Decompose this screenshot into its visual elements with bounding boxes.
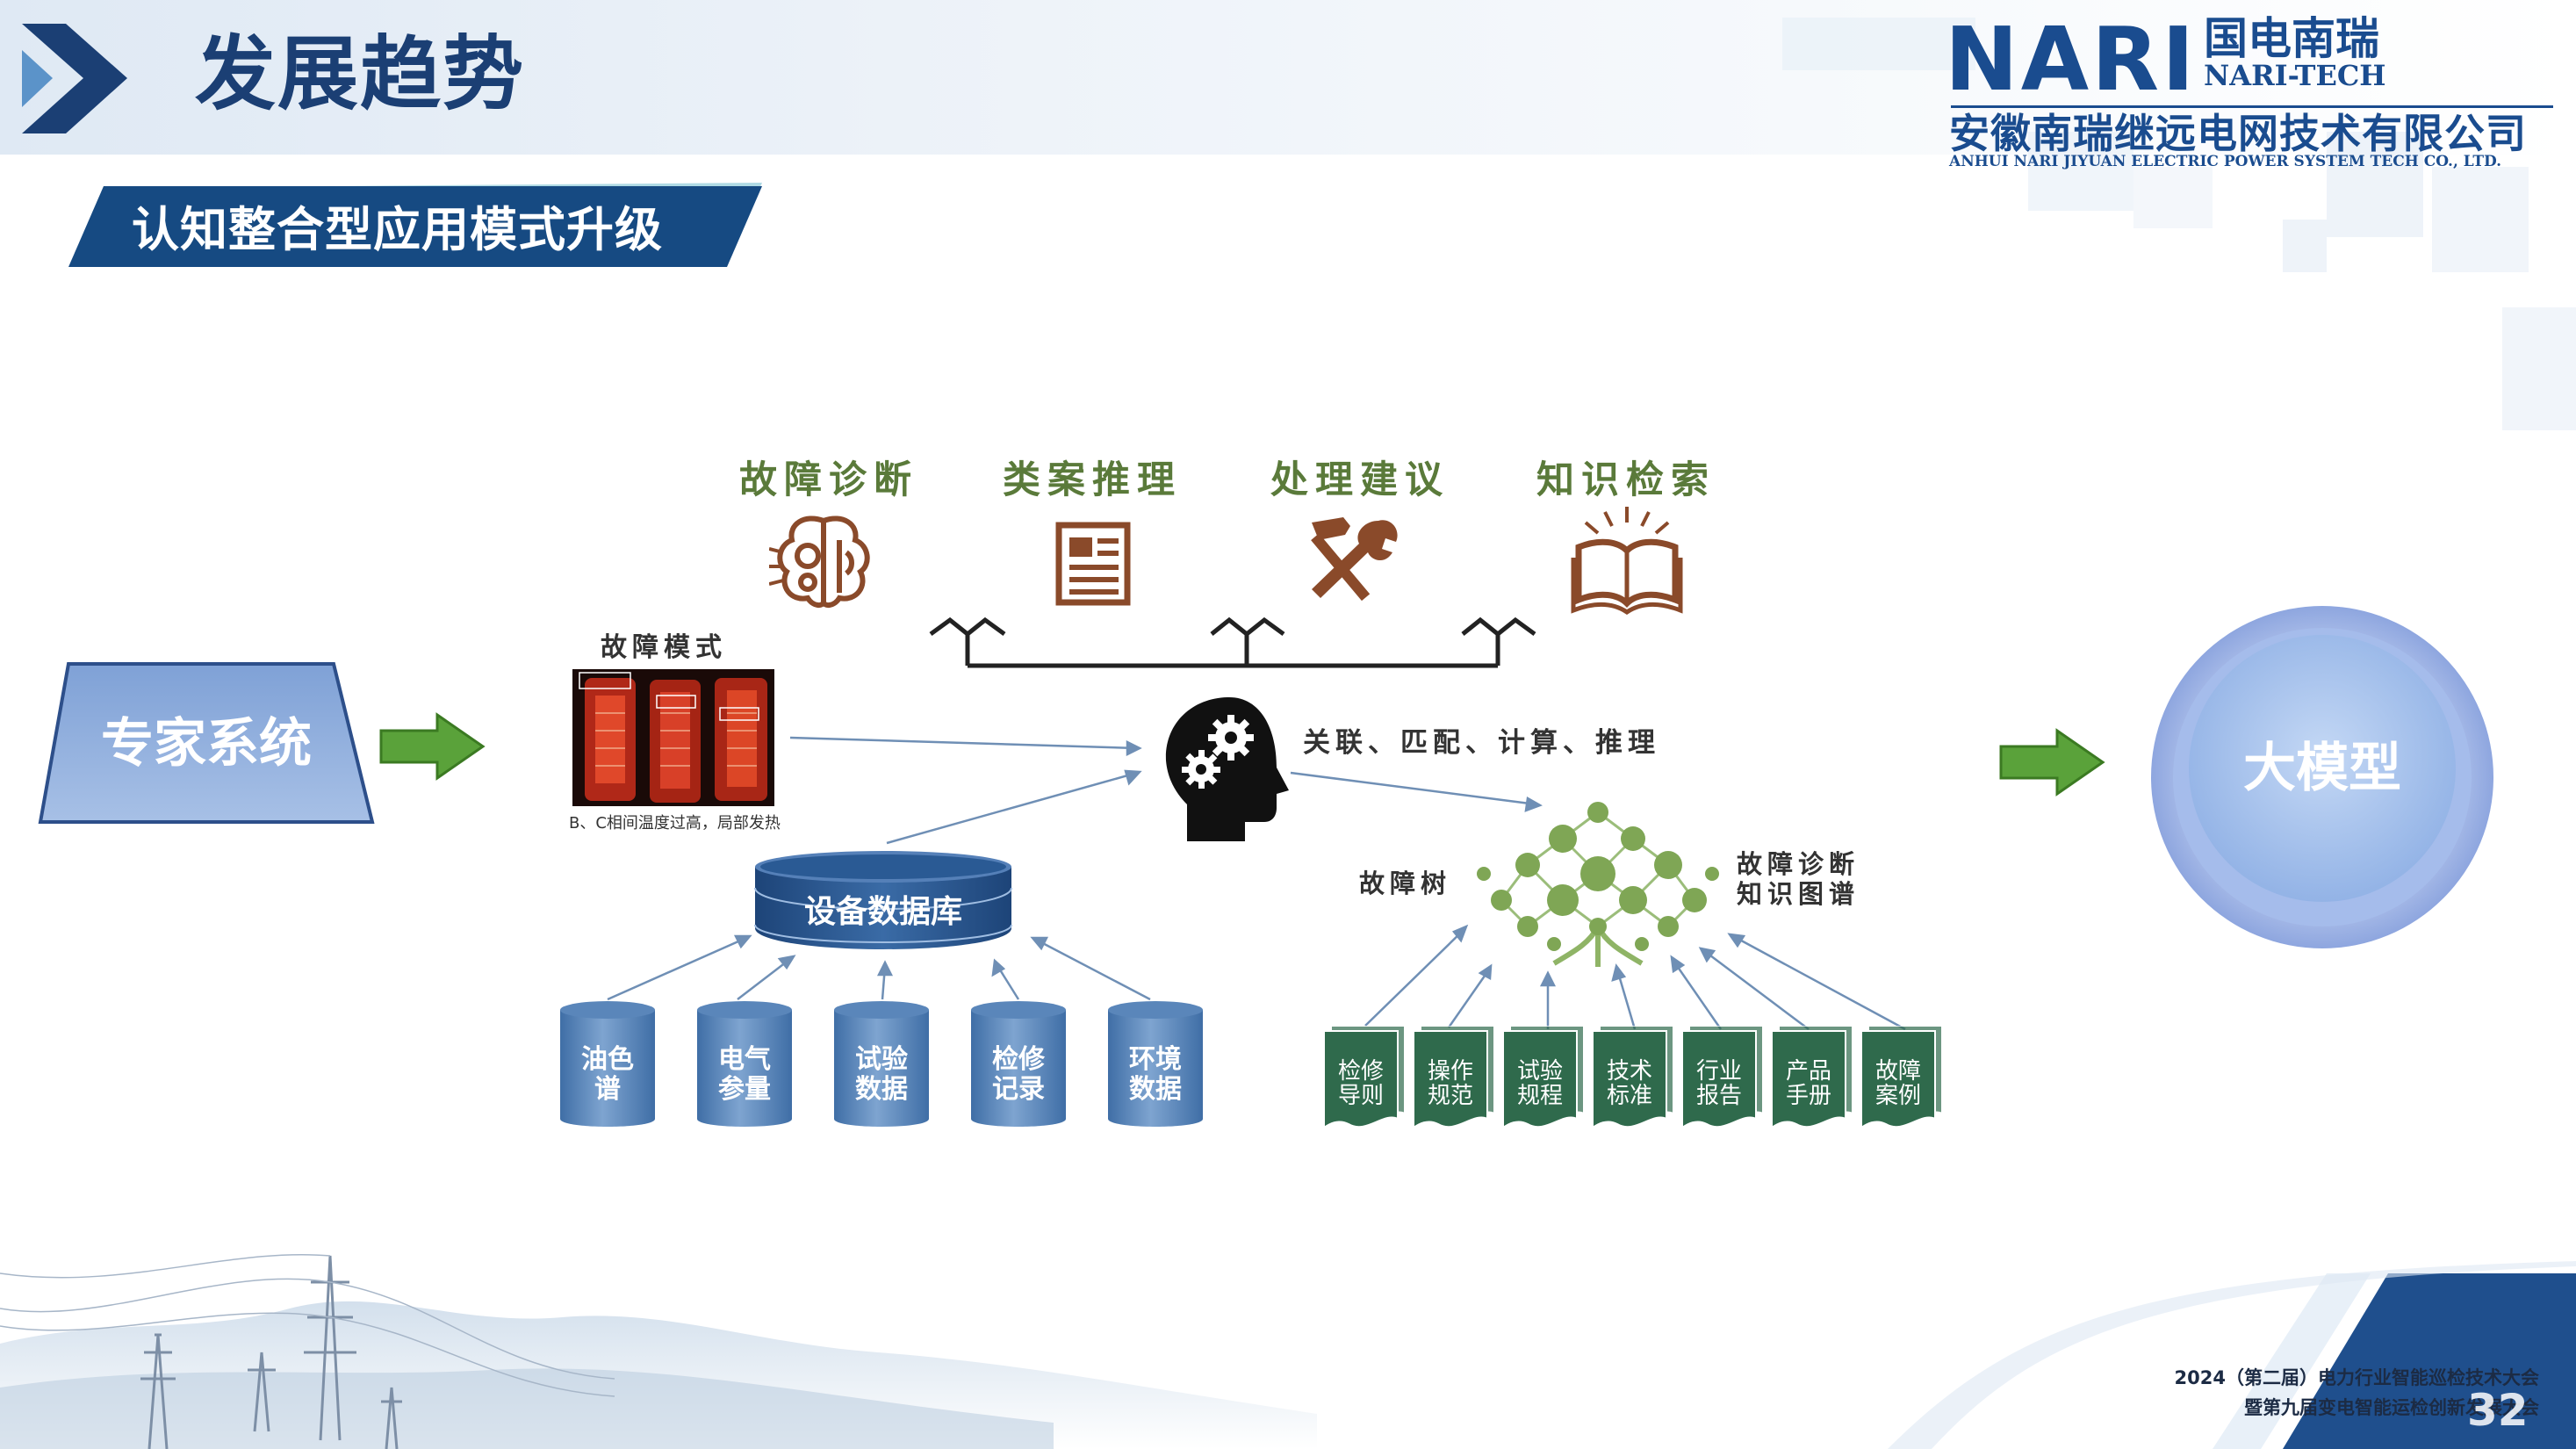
app-label-case-reasoning: 类案推理 <box>1003 458 1182 502</box>
large-model-label: 大模型 <box>2243 738 2401 799</box>
source-maintenance-records: 检修记录 <box>992 1044 1045 1105</box>
reasoning-caption: 关联、匹配、计算、推理 <box>1303 727 1660 759</box>
hammer-wrench-icon <box>1311 517 1398 602</box>
arrow-right-icon <box>1999 728 2105 797</box>
large-model-circle <box>2151 606 2493 948</box>
knowledge-graph-label-1: 故障诊断 <box>1737 849 1860 879</box>
subtitle-banner <box>68 183 762 267</box>
header-band <box>0 0 2576 155</box>
footer-line-2: 暨第九届变电智能运检创新发展大会 <box>2244 1397 2539 1418</box>
doc-technical-standard: 技术标准 <box>1606 1058 1652 1109</box>
open-book-icon <box>1571 507 1683 615</box>
document-icon <box>1055 522 1131 606</box>
database-icon <box>754 851 1012 949</box>
fault-mode-caption: B、C相间温度过高，局部发热 <box>569 814 781 833</box>
chevron-icon <box>22 24 127 133</box>
doc-industry-report: 行业报告 <box>1695 1058 1742 1109</box>
company-name-en: ANHUI NARI JIYUAN ELECTRIC POWER SYSTEM … <box>1949 153 2502 170</box>
page-title: 发展趋势 <box>195 27 526 121</box>
thermal-image <box>572 669 774 806</box>
page-number: 32 <box>2467 1385 2529 1436</box>
nari-logo: NARI <box>1945 8 2198 111</box>
doc-maintenance-guide: 检修导则 <box>1337 1058 1384 1109</box>
app-label-knowledge-retrieval: 知识检索 <box>1536 458 1716 502</box>
footer-line-1: 2024（第二届）电力行业智能巡检技术大会 <box>2174 1367 2539 1388</box>
source-oil-chromatography: 油色谱 <box>581 1044 634 1105</box>
doc-test-procedure: 试验规程 <box>1516 1058 1563 1109</box>
logo-divider <box>1951 105 2553 108</box>
database-title: 设备数据库 <box>803 894 962 930</box>
source-environment-data: 环境数据 <box>1129 1044 1182 1105</box>
source-electrical-params: 电气参量 <box>718 1044 771 1105</box>
doc-product-manual: 产品手册 <box>1785 1058 1831 1109</box>
expert-system-label: 专家系统 <box>101 713 312 775</box>
data-source-cylinders <box>560 1001 1203 1127</box>
fault-tree-label: 故障树 <box>1359 869 1452 898</box>
app-label-fault-diagnosis: 故障诊断 <box>739 458 918 502</box>
doc-operation-spec: 操作规范 <box>1427 1058 1473 1109</box>
company-name-cn: 安徽南瑞继远电网技术有限公司 <box>1949 110 2527 157</box>
nari-logo-tech: NARI-TECH <box>2204 59 2386 92</box>
arrow-right-icon <box>379 712 486 781</box>
fault-mode-title: 故障模式 <box>601 632 727 663</box>
decorative-squares <box>1782 18 2576 430</box>
app-label-handling-advice: 处理建议 <box>1270 458 1450 502</box>
source-test-data: 试验数据 <box>855 1044 908 1105</box>
doc-fault-cases: 故障案例 <box>1874 1058 1921 1109</box>
document-stacks <box>1323 1026 1943 1129</box>
landscape-decoration <box>0 1253 2576 1449</box>
knowledge-graph-label-2: 知识图谱 <box>1737 879 1860 909</box>
knowledge-graph-icon <box>1477 802 1719 967</box>
brain-gears-icon <box>769 515 870 609</box>
expert-system-shape <box>38 662 375 824</box>
head-gears-icon <box>1165 697 1289 841</box>
subtitle-text: 认知整合型应用模式升级 <box>132 202 663 257</box>
nari-logo-cn: 国电南瑞 <box>2204 13 2379 64</box>
